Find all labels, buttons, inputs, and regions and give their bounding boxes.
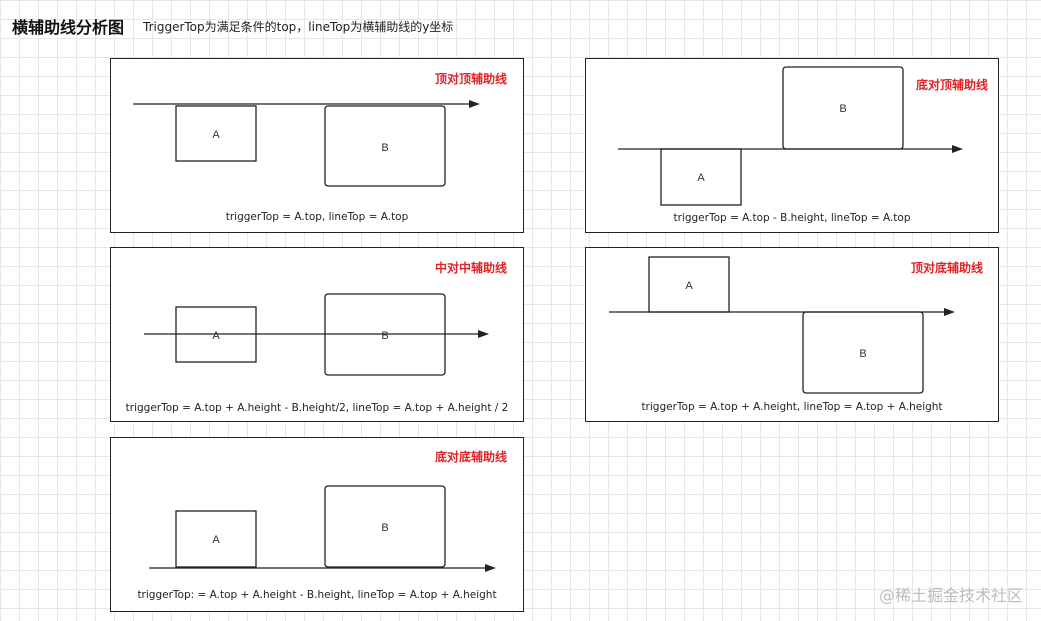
panel-bottom-to-bottom: A B 底对底辅助线 triggerTop: = A.top + A.heigh… xyxy=(110,437,524,612)
panel-bottom-to-top-diagram: A B xyxy=(618,66,963,206)
panel-formula: triggerTop = A.top, lineTop = A.top xyxy=(225,211,409,223)
box-b-label: B xyxy=(381,142,388,154)
panel-tag: 顶对顶辅助线 xyxy=(435,72,508,86)
box-b-label: B xyxy=(381,330,388,342)
box-b xyxy=(324,105,446,187)
panel-tag: 底对顶辅助线 xyxy=(916,78,989,92)
box-a xyxy=(175,510,257,568)
panel-top-to-bottom-diagram: A B xyxy=(609,256,955,394)
panel-tag: 中对中辅助线 xyxy=(435,261,508,275)
panel-formula: triggerTop = A.top + A.height - B.height… xyxy=(125,402,509,414)
panel-top-to-top-diagram: A B xyxy=(133,100,480,187)
watermark: @稀土掘金技术社区 xyxy=(878,586,1023,605)
box-b-label: B xyxy=(381,522,388,534)
box-a-label: A xyxy=(212,129,220,141)
guide-line-arrowhead xyxy=(485,564,496,572)
box-b-label: B xyxy=(859,348,866,360)
panel-center-to-center-diagram: A B xyxy=(144,293,489,376)
panel-formula: triggerTop: = A.top + A.height - B.heigh… xyxy=(137,589,497,601)
box-a xyxy=(660,148,742,206)
box-a xyxy=(175,105,257,162)
box-b xyxy=(324,485,446,568)
panel-bottom-to-bottom-diagram: A B xyxy=(149,485,496,572)
subtitle: TriggerTop为满足条件的top，lineTop为横辅助线的y坐标 xyxy=(143,20,454,34)
guide-line-arrowhead xyxy=(478,330,489,338)
box-b-label: B xyxy=(839,103,846,115)
panel-center-to-center: A B 中对中辅助线 triggerTop = A.top + A.height… xyxy=(110,247,524,422)
panel-tag: 底对底辅助线 xyxy=(435,450,508,464)
box-a-label: A xyxy=(212,534,220,546)
panel-tag: 顶对底辅助线 xyxy=(911,261,984,275)
guide-line-arrowhead xyxy=(952,145,963,153)
box-a-label: A xyxy=(697,172,705,184)
panel-formula: triggerTop = A.top - B.height, lineTop =… xyxy=(673,212,911,224)
guide-line-arrowhead xyxy=(944,308,955,316)
panel-bottom-to-top: A B 底对顶辅助线 triggerTop = A.top - B.height… xyxy=(585,58,999,233)
panel-top-to-bottom: A B 顶对底辅助线 triggerTop = A.top + A.height… xyxy=(585,247,999,422)
box-a-label: A xyxy=(212,330,220,342)
box-a-label: A xyxy=(685,280,693,292)
box-b xyxy=(782,66,904,150)
page-title: 横辅助线分析图 xyxy=(12,18,125,37)
box-b xyxy=(802,311,924,394)
guide-line-arrowhead xyxy=(469,100,480,108)
panel-top-to-top: A B 顶对顶辅助线 triggerTop = A.top, lineTop =… xyxy=(110,58,524,233)
panel-formula: triggerTop = A.top + A.height, lineTop =… xyxy=(641,401,943,413)
